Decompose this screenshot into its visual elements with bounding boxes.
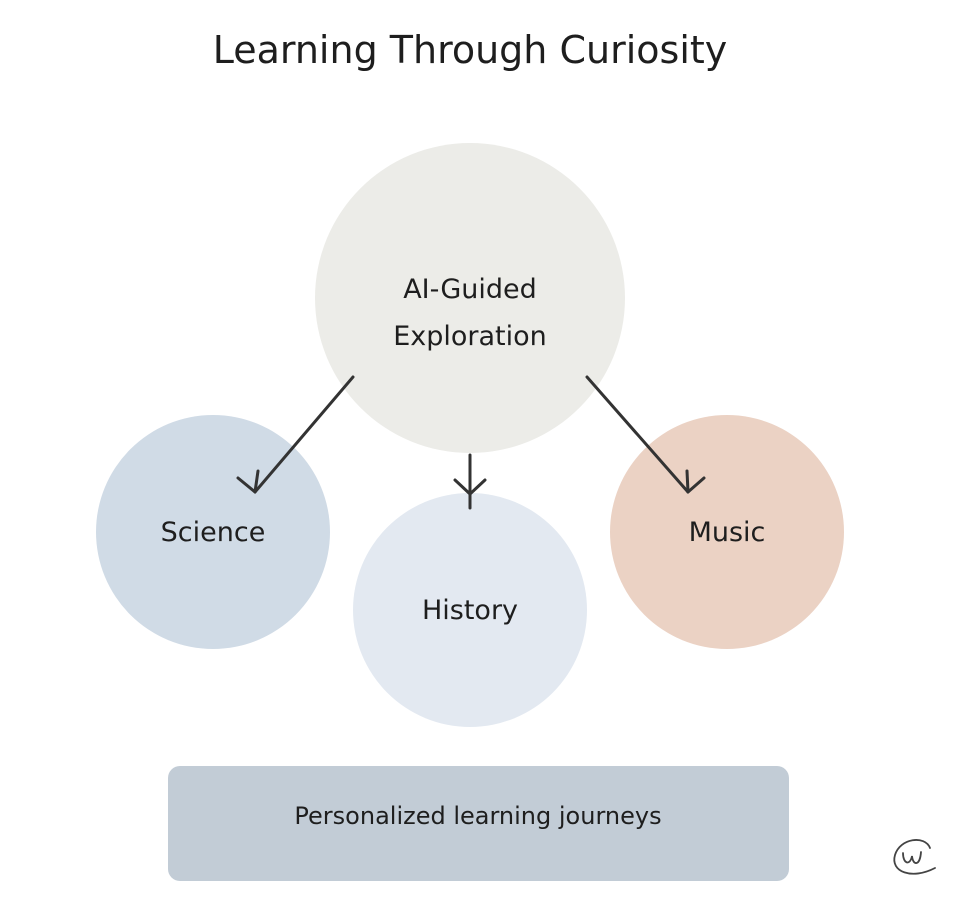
footer-label: Personalized learning journeys — [294, 802, 661, 830]
watermark-logo-icon — [893, 839, 936, 875]
history-label: History — [422, 595, 518, 626]
diagram-title: Learning Through Curiosity — [213, 28, 728, 72]
music-node — [610, 415, 844, 649]
history-node — [353, 493, 587, 727]
footer-box — [168, 766, 789, 881]
science-label: Science — [161, 517, 266, 548]
center-node-line1: AI-Guided — [403, 274, 537, 305]
arrow-to-history — [453, 453, 487, 510]
arrow-to-music — [585, 375, 706, 494]
center-node-line2: Exploration — [393, 321, 547, 352]
center-node — [315, 143, 625, 453]
arrow-to-science — [236, 375, 355, 494]
music-label: Music — [689, 517, 766, 548]
